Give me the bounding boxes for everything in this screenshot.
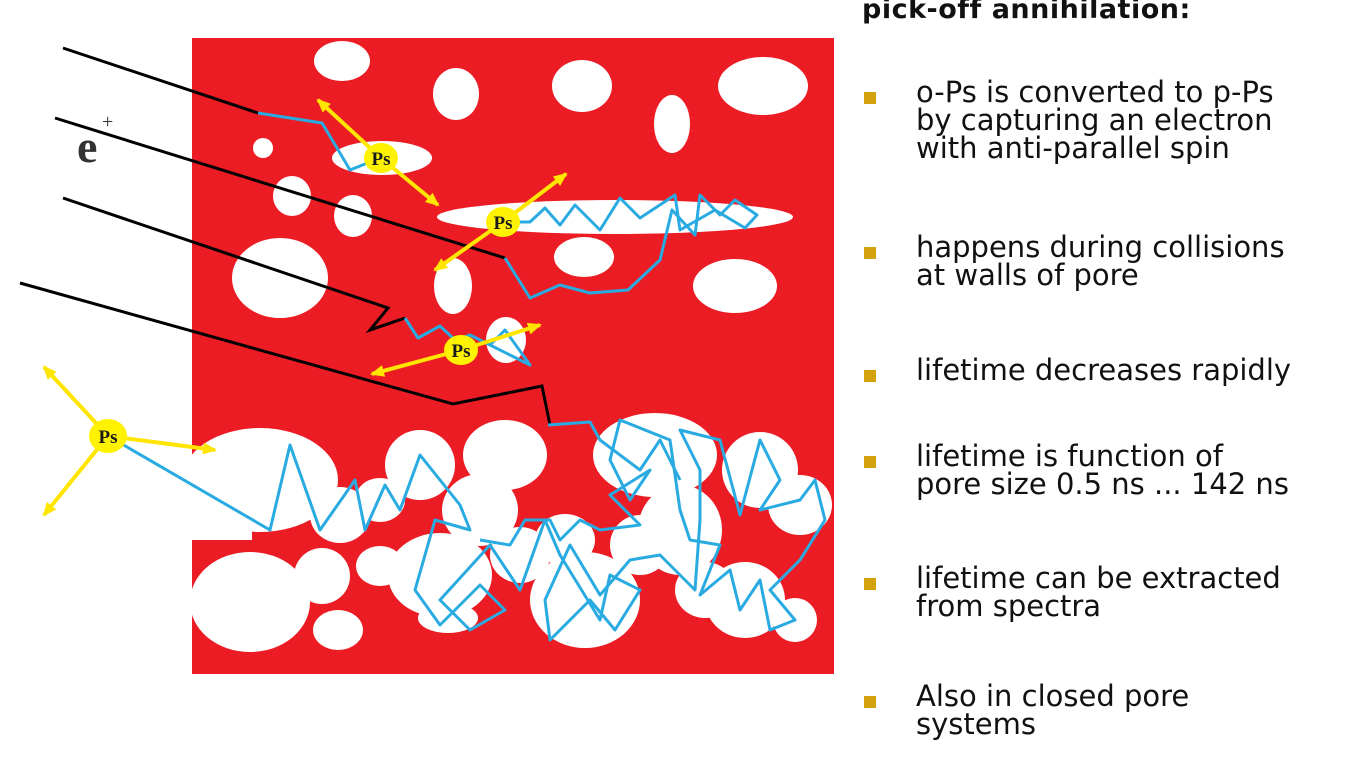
ps-label: Ps: [372, 149, 391, 170]
ps-particle-3: Ps: [444, 335, 478, 365]
ps-particle-2: Ps: [486, 207, 520, 237]
bullet-text: lifetime is function of pore size 0.5 ns…: [916, 439, 1289, 501]
bullet-marker-icon: [864, 696, 876, 708]
bullet-text: o-Ps is converted to p-Ps by capturing a…: [916, 75, 1274, 165]
closed-pores: [232, 41, 808, 363]
bullet-text: lifetime decreases rapidly: [916, 353, 1292, 387]
ps-label: Ps: [99, 427, 118, 448]
ps-paths: [114, 111, 827, 642]
bullet-item: lifetime decreases rapidly: [862, 353, 1351, 387]
positron-tracks: [19, 46, 552, 426]
bullet-marker-icon: [864, 247, 876, 259]
ps-particle-4: Ps: [89, 419, 127, 453]
ps-particle-1: Ps: [364, 143, 398, 173]
bullet-marker-icon: [864, 456, 876, 468]
bullet-marker-icon: [864, 92, 876, 104]
bullet-item: o-Ps is converted to p-Ps by capturing a…: [862, 75, 1351, 165]
bullet-item: happens during collisions at walls of po…: [862, 230, 1351, 292]
pore-diagram: Ps Ps Ps Ps e +: [19, 38, 834, 674]
ps-label: Ps: [494, 213, 513, 234]
bullet-marker-icon: [864, 370, 876, 382]
bullet-text: Also in closed pore systems: [916, 679, 1190, 741]
bullet-item: Also in closed pore systems: [862, 679, 1351, 741]
annihilation-info-panel: pick-off annihilation: o-Ps is converted…: [862, 0, 1351, 760]
positron-label: e: [77, 121, 97, 172]
positron-charge: +: [102, 111, 113, 133]
ps-label: Ps: [452, 341, 471, 362]
bullet-text: happens during collisions at walls of po…: [916, 230, 1285, 292]
bullet-marker-icon: [864, 578, 876, 590]
open-pore-network: [182, 413, 832, 652]
bullet-text: lifetime can be extracted from spectra: [916, 561, 1281, 623]
bullet-item: lifetime is function of pore size 0.5 ns…: [862, 439, 1351, 501]
bullet-item: lifetime can be extracted from spectra: [862, 561, 1351, 623]
panel-title: pick-off annihilation:: [862, 0, 1191, 25]
